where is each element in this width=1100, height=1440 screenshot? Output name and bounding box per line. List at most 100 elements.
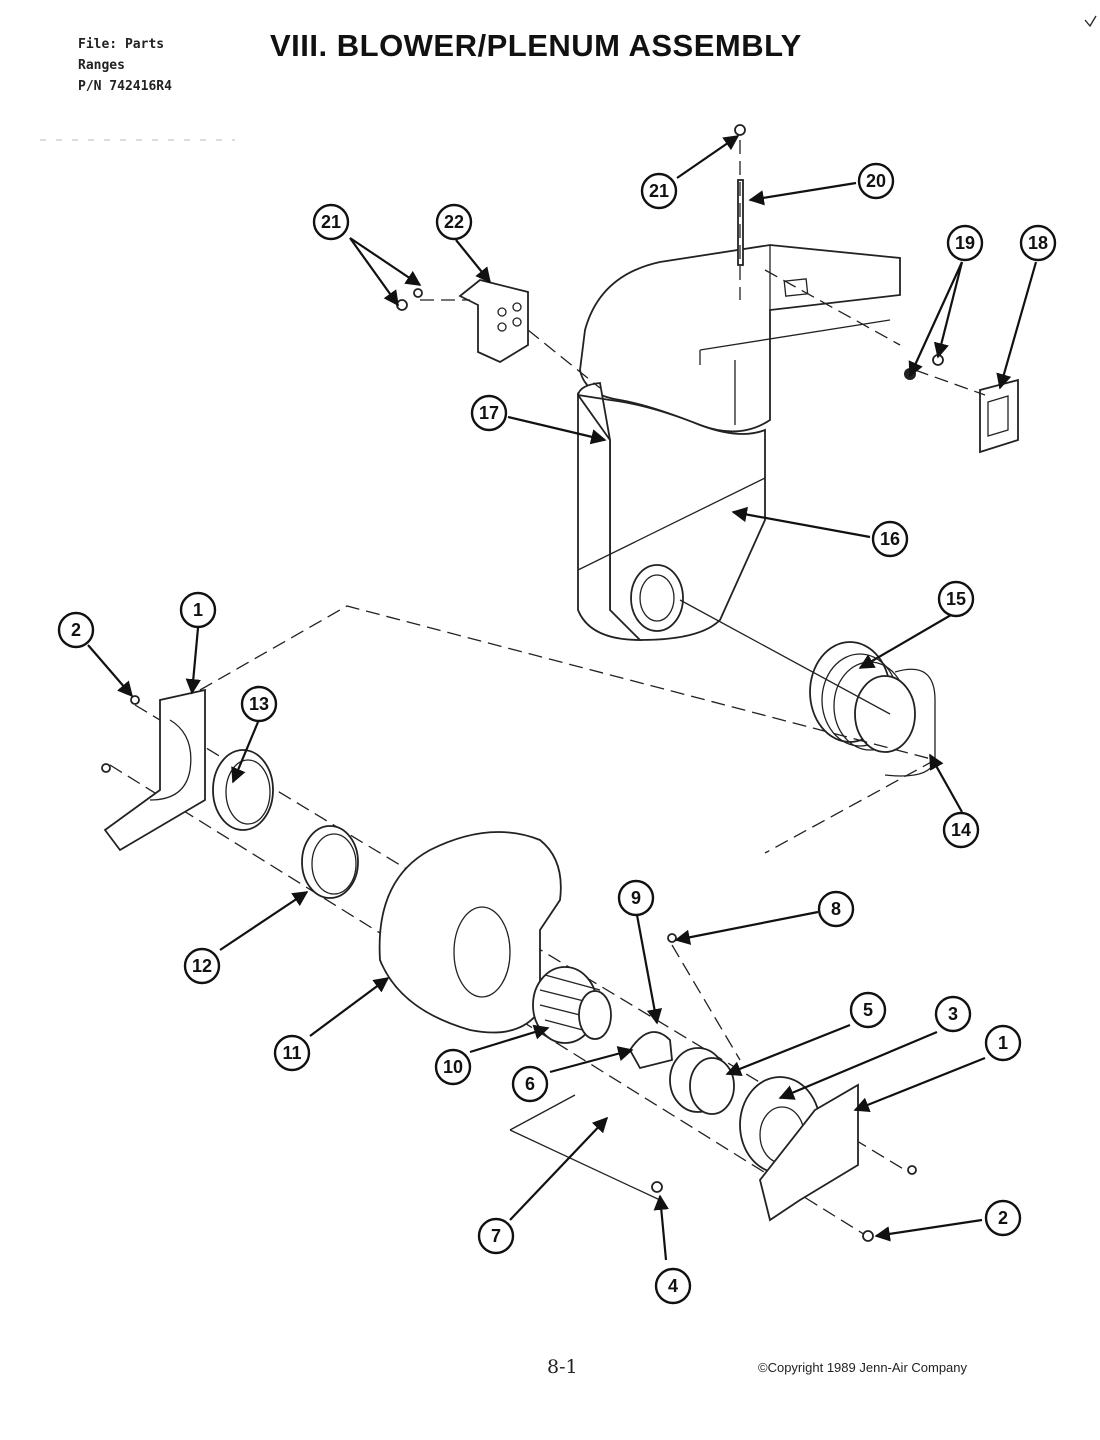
- assembly-dashes-upper: [420, 140, 986, 396]
- callout-19: 19: [946, 224, 984, 262]
- plenum-seam: [577, 477, 766, 571]
- ring-part-13: [212, 749, 274, 831]
- file-info-line-1: File: Parts: [78, 37, 165, 52]
- mount-part-9: [628, 1031, 673, 1070]
- rod-part-20: [737, 179, 744, 266]
- file-info: File: Parts Ranges P/N 742416R4: [78, 34, 172, 97]
- bracket-part-1-right: [759, 1083, 859, 1222]
- svg-text:6: 6: [525, 1074, 535, 1094]
- ring-part-12: [301, 825, 359, 899]
- callout-16: 16: [871, 520, 909, 558]
- bracket-left-cutout: [149, 719, 192, 801]
- plenum-outlet-inner: [639, 574, 675, 622]
- plate-part-7: [509, 1094, 661, 1201]
- screw-8-line: [671, 944, 741, 1061]
- bracket-hole: [512, 317, 522, 327]
- svg-text:1: 1: [998, 1033, 1008, 1053]
- svg-text:17: 17: [479, 403, 499, 423]
- svg-text:15: 15: [946, 589, 966, 609]
- copyright-notice: ©Copyright 1989 Jenn-Air Company: [758, 1360, 968, 1375]
- callout-21-left: 21: [312, 203, 350, 241]
- bracket-hole: [497, 322, 507, 332]
- page-title: VIII. BLOWER/PLENUM ASSEMBLY: [270, 28, 802, 63]
- svg-text:18: 18: [1028, 233, 1048, 253]
- svg-text:7: 7: [491, 1226, 501, 1246]
- callout-22: 22: [435, 203, 473, 241]
- bracket-hole: [512, 302, 522, 312]
- page-number: 8-1: [547, 1356, 578, 1378]
- bracket-part-18: [979, 378, 1019, 454]
- file-info-line-3: P/N 742416R4: [78, 79, 172, 94]
- callout-20: 20: [857, 162, 895, 200]
- nut-part-2-left-lower: [101, 763, 111, 773]
- callout-14: 14: [942, 811, 980, 849]
- svg-text:19: 19: [955, 233, 975, 253]
- leader-lines: [87, 135, 1038, 1261]
- nut-part-2-right-upper: [907, 1165, 917, 1175]
- callout-13: 13: [240, 685, 278, 723]
- nut-part-2-right: [862, 1230, 874, 1242]
- blower-assembly: [101, 605, 937, 1242]
- callout-9: 9: [617, 879, 655, 917]
- callout-21-top: 21: [640, 172, 678, 210]
- svg-text:2: 2: [71, 620, 81, 640]
- plenum-slot: [783, 278, 809, 297]
- svg-text:22: 22: [444, 212, 464, 232]
- svg-text:21: 21: [321, 212, 341, 232]
- screw-part-21-top: [734, 124, 746, 136]
- plenum-duct-body: [576, 382, 766, 641]
- screw-part-8: [667, 933, 677, 943]
- svg-text:13: 13: [249, 694, 269, 714]
- plenum-outlet-ring: [630, 564, 684, 632]
- plenum-top-edges: [699, 245, 891, 425]
- callout-6: 6: [511, 1065, 549, 1103]
- screw-part-4: [651, 1181, 663, 1193]
- svg-text:4: 4: [668, 1276, 678, 1296]
- clamp-wire: [884, 668, 936, 777]
- nut-part-2-left: [130, 695, 140, 705]
- blower-housing-part-11: [378, 831, 562, 1034]
- callout-11: 11: [273, 1034, 311, 1072]
- check-mark: [1084, 15, 1097, 28]
- svg-text:16: 16: [880, 529, 900, 549]
- wheel-blades: [539, 974, 601, 1035]
- bracket-part-22: [458, 279, 529, 364]
- svg-text:21: 21: [649, 181, 669, 201]
- svg-text:3: 3: [948, 1004, 958, 1024]
- callout-18: 18: [1019, 224, 1057, 262]
- callout-15: 15: [937, 580, 975, 618]
- duct-part-14: [854, 675, 916, 753]
- svg-text:20: 20: [866, 171, 886, 191]
- bracket-18-detail: [987, 395, 1009, 437]
- svg-text:14: 14: [951, 820, 971, 840]
- svg-text:12: 12: [192, 956, 212, 976]
- plenum-assembly: [396, 124, 1019, 777]
- ring-12-inner: [311, 833, 357, 895]
- duct-axis-line: [679, 599, 891, 715]
- callouts: 21 22 21 20 19 18 17 16 15 14 2 1 13 12 …: [57, 162, 1057, 1305]
- callout-3: 3: [934, 995, 972, 1033]
- bracket-hole: [497, 307, 507, 317]
- ring-13-inner: [225, 759, 271, 825]
- callout-12: 12: [183, 947, 221, 985]
- callout-7: 7: [477, 1217, 515, 1255]
- svg-text:2: 2: [998, 1208, 1008, 1228]
- assembly-dashes-frame: [199, 605, 937, 854]
- screw-part-21-left: [396, 299, 408, 311]
- callout-5: 5: [849, 991, 887, 1029]
- svg-text:8: 8: [831, 899, 841, 919]
- blower-inlet: [453, 906, 511, 998]
- svg-text:5: 5: [863, 1000, 873, 1020]
- wheel-hub: [578, 990, 612, 1040]
- motor-endcap: [689, 1057, 735, 1115]
- callout-17: 17: [470, 394, 508, 432]
- svg-text:10: 10: [443, 1057, 463, 1077]
- svg-text:9: 9: [631, 888, 641, 908]
- callout-4: 4: [654, 1267, 692, 1305]
- svg-text:11: 11: [282, 1043, 301, 1063]
- callout-2-right: 2: [984, 1199, 1022, 1237]
- callout-1-left: 1: [179, 591, 217, 629]
- callout-1-right: 1: [984, 1024, 1022, 1062]
- svg-text:1: 1: [193, 600, 203, 620]
